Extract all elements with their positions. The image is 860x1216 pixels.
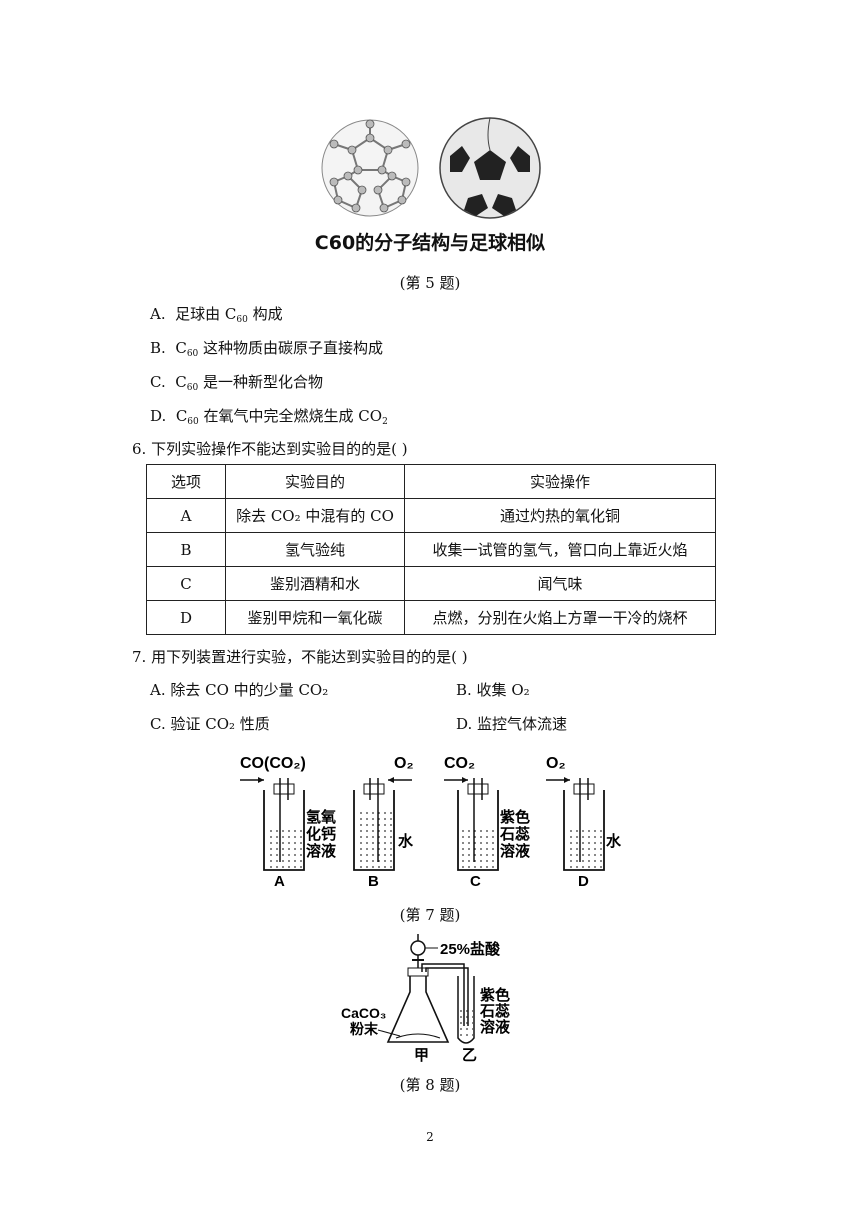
flask-label: 甲	[414, 1047, 429, 1064]
table-cell: 闻气味	[404, 566, 716, 601]
table-header: 实验操作	[404, 464, 716, 499]
bottle-c: CO₂ 紫色石蕊溶液 C	[444, 755, 531, 890]
liquid-label-c: 紫色石蕊溶液	[499, 808, 531, 860]
q7-option-d: D. 监控气体流速	[456, 715, 568, 733]
gas-label-b: O₂	[394, 755, 414, 772]
q5-option-b: B. C60 这种物质由碳原子直接构成	[150, 339, 384, 359]
table-cell: 鉴别甲烷和一氧化碳	[225, 600, 405, 635]
bottle-letter-b: B	[368, 873, 379, 890]
table-row: C 鉴别酒精和水 闻气味	[146, 566, 716, 601]
c60-molecule-image	[321, 119, 419, 217]
bottle-d: O₂ 水 D	[546, 755, 622, 890]
q5-option-d: D. C60 在氧气中完全燃烧生成 CO2	[150, 407, 388, 427]
table-header: 实验目的	[225, 464, 405, 499]
solid-label-bottom: 粉末	[350, 1021, 379, 1037]
table-cell: A	[146, 498, 226, 533]
conical-flask	[386, 967, 450, 1043]
gas-label-a: CO(CO₂)	[240, 755, 306, 772]
acid-label: 25%盐酸	[440, 940, 501, 958]
flask-apparatus-figure: 25%盐酸 CaCO₃ 粉末 紫色石蕊溶液 甲 乙	[341, 934, 511, 1064]
test-tube	[457, 976, 475, 1044]
football-image	[439, 117, 541, 219]
indicator-label: 紫色石蕊溶液	[479, 986, 511, 1036]
table-header: 选项	[146, 464, 226, 499]
q6-question: 6. 下列实验操作不能达到实验目的的是( )	[132, 440, 408, 458]
tube-label: 乙	[462, 1047, 477, 1064]
gas-bottles-figure: CO(CO₂) 氢氧化钙溶液 A O₂ 水 B CO₂ 紫色石蕊溶液 C	[240, 755, 622, 890]
table-cell: B	[146, 532, 226, 567]
bottle-letter-a: A	[274, 873, 285, 890]
table-cell: 点燃，分别在火焰上方罩一干冷的烧杯	[404, 600, 716, 635]
delivery-tube	[421, 963, 469, 1026]
table-cell: 氢气验纯	[225, 532, 405, 567]
gas-label-d: O₂	[546, 755, 566, 772]
figure-label-q7: (第 7 题)	[399, 906, 461, 924]
figure-label-q5: (第 5 题)	[399, 274, 461, 292]
table-cell: C	[146, 566, 226, 601]
q6-table: 选项 实验目的 实验操作 A 除去 CO₂ 中混有的 CO 通过灼热的氧化铜 B…	[146, 464, 716, 635]
table-cell: 鉴别酒精和水	[225, 566, 405, 601]
q5-option-a: A. 足球由 C60 构成	[150, 305, 283, 325]
gas-label-c: CO₂	[444, 755, 475, 772]
table-cell: 收集一试管的氢气，管口向上靠近火焰	[404, 532, 716, 567]
c60-football-figure	[321, 117, 541, 219]
table-cell: D	[146, 600, 226, 635]
q7-question: 7. 用下列装置进行实验，不能达到实验目的的是( )	[132, 648, 468, 666]
bottle-letter-c: C	[470, 873, 481, 890]
table-row: B 氢气验纯 收集一试管的氢气，管口向上靠近火焰	[146, 532, 716, 567]
figure-label-q8: (第 8 题)	[399, 1076, 461, 1094]
q5-option-c: C. C60 是一种新型化合物	[150, 373, 323, 393]
bottle-b: O₂ 水 B	[353, 755, 414, 890]
table-row: A 除去 CO₂ 中混有的 CO 通过灼热的氧化铜	[146, 498, 716, 533]
table-cell: 除去 CO₂ 中混有的 CO	[225, 498, 405, 533]
liquid-label-b: 水	[398, 832, 414, 850]
figure-caption: C60的分子结构与足球相似	[314, 232, 546, 254]
bottle-a: CO(CO₂) 氢氧化钙溶液 A	[240, 755, 337, 890]
q7-option-c: C. 验证 CO₂ 性质	[150, 715, 270, 733]
table-row: D 鉴别甲烷和一氧化碳 点燃，分别在火焰上方罩一干冷的烧杯	[146, 600, 716, 635]
table-header-row: 选项 实验目的 实验操作	[146, 464, 716, 499]
bottle-letter-d: D	[578, 873, 589, 890]
q7-option-a: A. 除去 CO 中的少量 CO₂	[150, 681, 329, 699]
table-cell: 通过灼热的氧化铜	[404, 498, 716, 533]
q7-option-b: B. 收集 O₂	[456, 681, 530, 699]
liquid-label-d: 水	[606, 832, 622, 850]
solid-label-top: CaCO₃	[341, 1005, 386, 1021]
liquid-label-a: 氢氧化钙溶液	[306, 808, 337, 860]
page-number: 2	[426, 1130, 434, 1144]
